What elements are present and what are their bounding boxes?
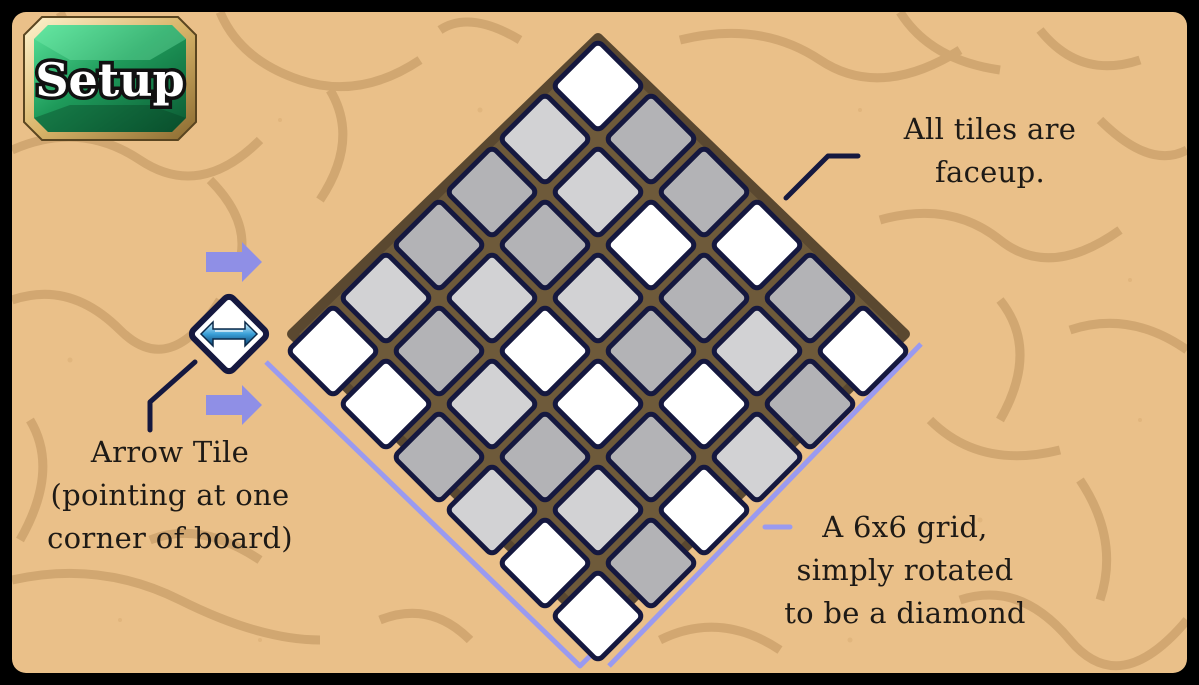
- board-tile-r2-c6[interactable]: [764, 358, 856, 450]
- board-tile-r3-c3[interactable]: [552, 252, 644, 344]
- board-tile-r1-c5[interactable]: [764, 252, 856, 344]
- board-tile-r5-c4[interactable]: [499, 411, 591, 503]
- grid-callout-line1: A 6x6 grid,: [822, 510, 988, 544]
- board-tile-r5-c2[interactable]: [393, 305, 485, 397]
- pointer-arrow-upper: [206, 242, 262, 282]
- board-tile-r6-c2[interactable]: [340, 358, 432, 450]
- board-tile-r6-c1[interactable]: [287, 305, 379, 397]
- arrow-tile-callout-line: [147, 359, 198, 433]
- grid-callout-line3: to be a diamond: [784, 596, 1026, 630]
- arrow-tile[interactable]: [188, 293, 270, 375]
- board-tile-r5-c1[interactable]: [340, 252, 432, 344]
- board-tile-r1-c6[interactable]: [817, 305, 909, 397]
- board-tile-r2-c3[interactable]: [605, 199, 697, 291]
- board-tile-r1-c2[interactable]: [605, 93, 697, 185]
- board-tile-r6-c4[interactable]: [446, 464, 538, 556]
- board-tile-r2-c5[interactable]: [711, 305, 803, 397]
- double-arrow-icon: [199, 320, 259, 348]
- board-tile-r1-c4[interactable]: [711, 199, 803, 291]
- board-tile-r2-c1[interactable]: [499, 93, 591, 185]
- arrow-tile-callout: Arrow Tile (pointing at one corner of bo…: [10, 431, 330, 560]
- faceup-callout-line1: All tiles are: [903, 112, 1077, 146]
- board-tile-r3-c2[interactable]: [499, 199, 591, 291]
- board-tile-r2-c4[interactable]: [658, 252, 750, 344]
- arrow-tile-callout-line2: (pointing at one: [50, 478, 290, 512]
- board-tile-r3-c6[interactable]: [711, 411, 803, 503]
- board-tile-r4-c6[interactable]: [658, 464, 750, 556]
- faceup-callout-line2: faceup.: [935, 155, 1045, 189]
- board-tile-r4-c5[interactable]: [605, 411, 697, 503]
- board-tile-r4-c1[interactable]: [393, 199, 485, 291]
- grid-bracket: [264, 342, 923, 669]
- board-tile-r6-c3[interactable]: [393, 411, 485, 503]
- arrow-tile-callout-line1: Arrow Tile: [90, 435, 250, 469]
- board-tile-r4-c2[interactable]: [446, 252, 538, 344]
- board-tile-r1-c1[interactable]: [552, 40, 644, 132]
- board-tile-r6-c5[interactable]: [499, 517, 591, 609]
- board-tile-r5-c3[interactable]: [446, 358, 538, 450]
- setup-badge: Setup: [23, 16, 197, 141]
- arrow-tile-callout-line3: corner of board): [47, 521, 293, 555]
- grid-callout-line2: simply rotated: [796, 553, 1014, 587]
- board-tile-r1-c3[interactable]: [658, 146, 750, 238]
- board-tile-r3-c1[interactable]: [446, 146, 538, 238]
- faceup-callout-line: [783, 153, 861, 201]
- callout-lines: [147, 153, 861, 530]
- board-tile-r6-c6[interactable]: [552, 570, 644, 662]
- faceup-callout: All tiles are faceup.: [860, 108, 1120, 194]
- board-tile-r3-c5[interactable]: [658, 358, 750, 450]
- board-tile-r4-c4[interactable]: [552, 358, 644, 450]
- setup-badge-title: Setup: [35, 53, 184, 107]
- game-board: [287, 33, 910, 662]
- board-tile-r3-c4[interactable]: [605, 305, 697, 397]
- board-tile-r5-c6[interactable]: [605, 517, 697, 609]
- grid-callout: A 6x6 grid, simply rotated to be a diamo…: [740, 506, 1070, 635]
- pointer-arrows: [206, 242, 262, 425]
- board-tile-r2-c2[interactable]: [552, 146, 644, 238]
- board-tile-r5-c5[interactable]: [552, 464, 644, 556]
- pointer-arrow-lower: [206, 385, 262, 425]
- board-tile-r4-c3[interactable]: [499, 305, 591, 397]
